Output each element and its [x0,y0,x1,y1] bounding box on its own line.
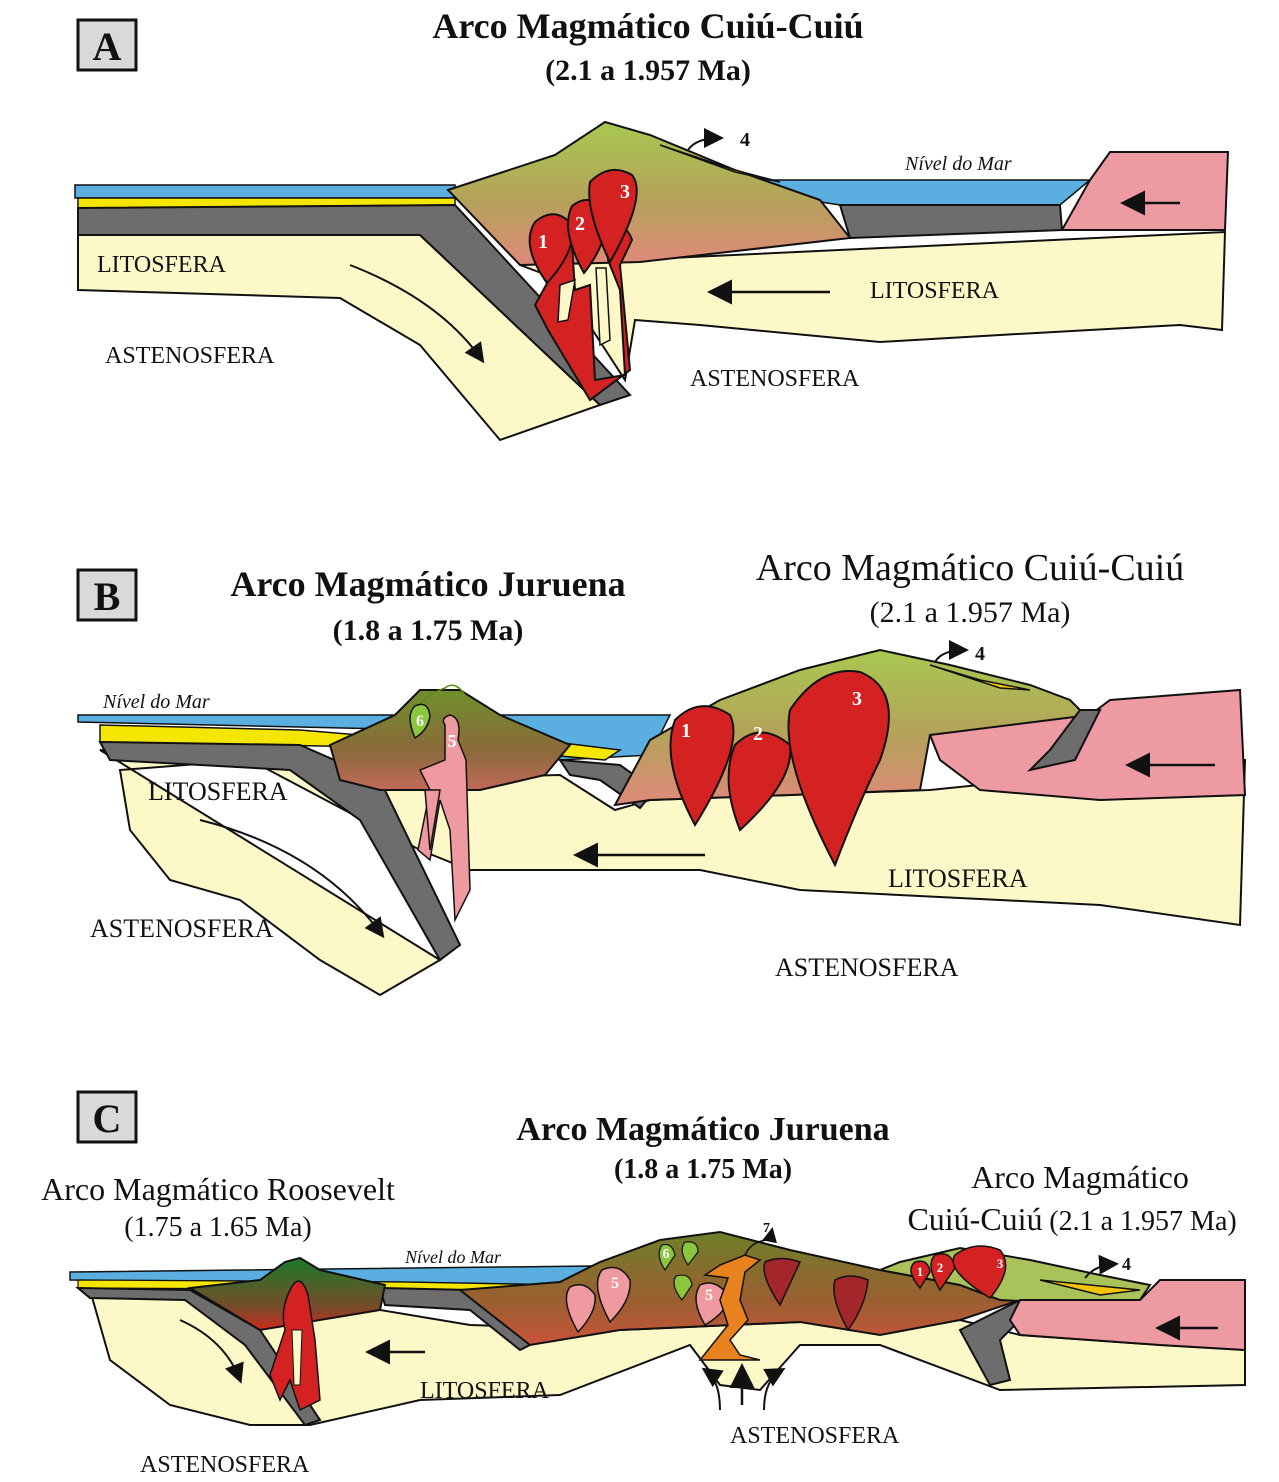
panel-c-title-juruena: Arco Magmático Juruena [516,1111,889,1148]
panel-b-age-juruena: (1.8 a 1.75 Ma) [333,614,524,647]
panel-c-title-roosevelt: Arco Magmático Roosevelt [41,1171,395,1207]
panel-c: C Arco Magmático Juruena (1.8 a 1.75 Ma)… [41,1092,1245,1478]
panel-c-letter: C [93,1096,122,1141]
panel-b-title-cuiu: Arco Magmático Cuiú-Cuiú [756,547,1184,589]
panel-b-title-juruena: Arco Magmático Juruena [230,564,625,604]
xenolith [292,1330,302,1385]
panel-a-age: (2.1 a 1.957 Ma) [545,54,751,87]
astenosfera-right-label: ASTENOSFERA [775,953,959,982]
marker-4-arrow [688,138,720,150]
pluton-1-label: 1 [917,1264,924,1279]
oceanic-crust-right [840,205,1062,238]
marker-4-label: 4 [1122,1254,1131,1274]
pluton-2-label: 2 [575,213,585,235]
marker-4-label: 4 [740,129,750,151]
ocean-left [75,185,455,198]
pluton-2-label: 2 [753,723,763,745]
litosfera-right-label: LITOSFERA [870,278,1000,304]
panel-a-title: Arco Magmático Cuiú-Cuiú [432,6,863,46]
marker-4-arrow [935,650,965,662]
sea-level-label: Nível do Mar [904,153,1012,175]
litosfera-right-label: LITOSFERA [888,864,1028,893]
magmatic-arc-crust [448,122,850,265]
panel-a-letter: A [93,24,122,69]
panel-c-title-cuiu-1: Arco Magmático [971,1159,1189,1195]
panel-b-age-cuiu: (2.1 a 1.957 Ma) [870,596,1071,629]
litosfera-left-label: LITOSFERA [97,252,227,278]
astenosfera-center-label: ASTENOSFERA [730,1423,900,1449]
pluton-1-label: 1 [538,231,548,253]
pluton-1-label: 1 [681,720,691,742]
litosfera-left-label: LITOSFERA [148,777,288,806]
continent-block [1062,152,1228,230]
panel-b-letter: B [94,574,121,619]
panel-c-age-cuiu: (2.1 a 1.957 Ma) [1049,1206,1236,1237]
pluton-3-label: 3 [852,688,862,710]
pluton-2-label: 2 [937,1260,944,1275]
marker-7-label: 7 [763,1221,770,1236]
astenosfera-left-label: ASTENOSFERA [105,343,275,369]
pluton-5-label: 5 [448,731,457,751]
pluton-3-label: 3 [997,1256,1004,1271]
astenosfera-right-label: ASTENOSFERA [690,366,860,392]
pluton-3-label: 3 [620,181,630,203]
sea-level-label: Nível do Mar [404,1247,502,1267]
pluton-6-label: 6 [416,713,424,730]
pluton-5a-label: 5 [611,1275,619,1292]
panel-c-age-roosevelt: (1.75 a 1.65 Ma) [124,1212,311,1243]
panel-c-title-cuiu-2: Cuiú-Cuiú [907,1201,1042,1237]
panel-c-age-juruena: (1.8 a 1.75 Ma) [614,1154,792,1185]
astenosfera-left-label: ASTENOSFERA [140,1452,310,1478]
litosfera-label: LITOSFERA [420,1378,550,1404]
panel-b: B Arco Magmático Juruena (1.8 a 1.75 Ma)… [78,547,1245,995]
pluton-5b-label: 5 [705,1287,713,1304]
marker-4-label: 4 [975,643,985,665]
sea-level-label: Nível do Mar [102,691,210,713]
astenosfera-left-label: ASTENOSFERA [90,914,274,943]
panel-a: A Arco Magmático Cuiú-Cuiú (2.1 a 1.957 … [75,6,1228,440]
pluton-6-label: 6 [663,1247,670,1262]
